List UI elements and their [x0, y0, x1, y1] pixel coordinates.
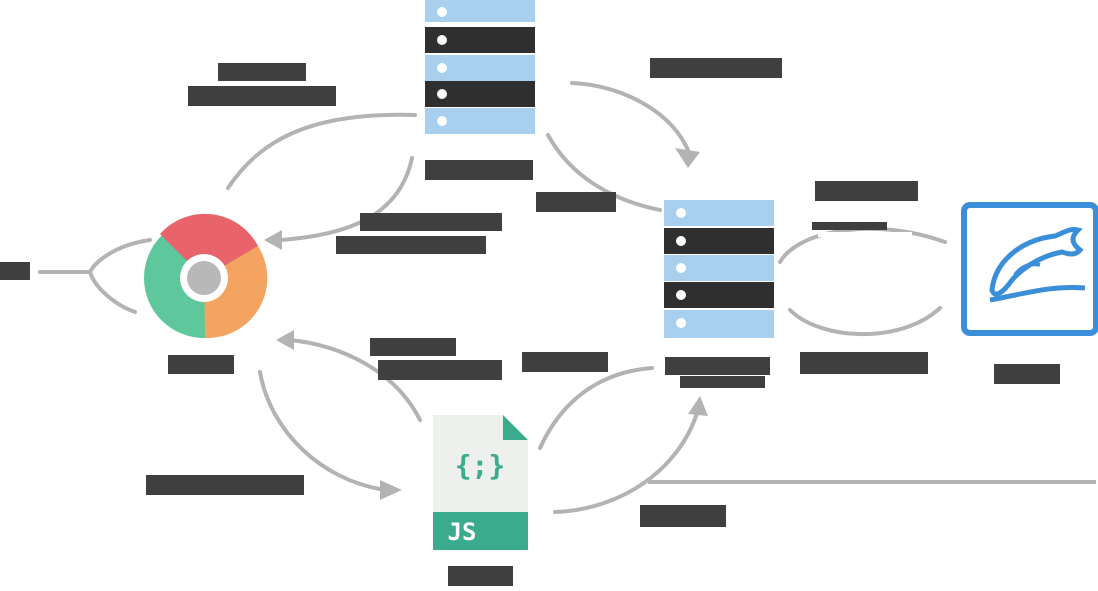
user-eye-icon	[38, 238, 152, 314]
appserver-to-js-label	[522, 352, 608, 372]
browser-label	[168, 355, 234, 374]
js-to-browser-label-line-1	[370, 338, 456, 356]
mysql-database-icon	[961, 202, 1098, 336]
arrow-webserver-to-appserver-mid	[546, 133, 662, 212]
app-server-stack-icon	[664, 200, 774, 338]
arrow-appserver-to-database	[778, 226, 947, 264]
svg-text:{;}: {;}	[455, 449, 506, 482]
user-label	[0, 262, 30, 280]
top-right-label	[650, 58, 782, 78]
app-server-label-line-2	[680, 376, 765, 388]
arrow-database-to-appserver	[788, 306, 942, 337]
arrow-js-to-browser	[288, 338, 422, 422]
web-server-stack-icon	[425, 0, 535, 134]
svg-text:JS: JS	[448, 518, 477, 546]
arrow-browser-to-js	[258, 370, 387, 492]
js-to-appserver-label	[640, 505, 726, 527]
arrow-webserver-to-appserver-top	[570, 81, 690, 152]
response-label-line-2	[336, 236, 486, 254]
browser-to-js-label	[146, 475, 304, 495]
query-bar	[812, 222, 887, 230]
database-label	[994, 364, 1060, 384]
web-server-label	[425, 160, 533, 180]
chrome-browser-icon	[144, 213, 268, 339]
js-file-label	[448, 566, 513, 586]
result-label	[800, 352, 928, 374]
arrow-browser-to-webserver	[226, 112, 417, 190]
query-underline	[818, 232, 912, 237]
request-label-line-1	[218, 63, 306, 81]
mid-label	[536, 192, 616, 212]
js-to-browser-label-line-2	[378, 360, 502, 380]
request-label-line-2	[188, 86, 336, 106]
response-label-line-1	[360, 213, 502, 231]
arrow-appserver-to-js	[538, 366, 654, 450]
query-label	[815, 181, 918, 201]
javascript-file-icon: {;} JS	[433, 415, 528, 550]
app-server-label-line-1	[665, 357, 770, 375]
arrow-js-to-appserver	[553, 408, 700, 514]
